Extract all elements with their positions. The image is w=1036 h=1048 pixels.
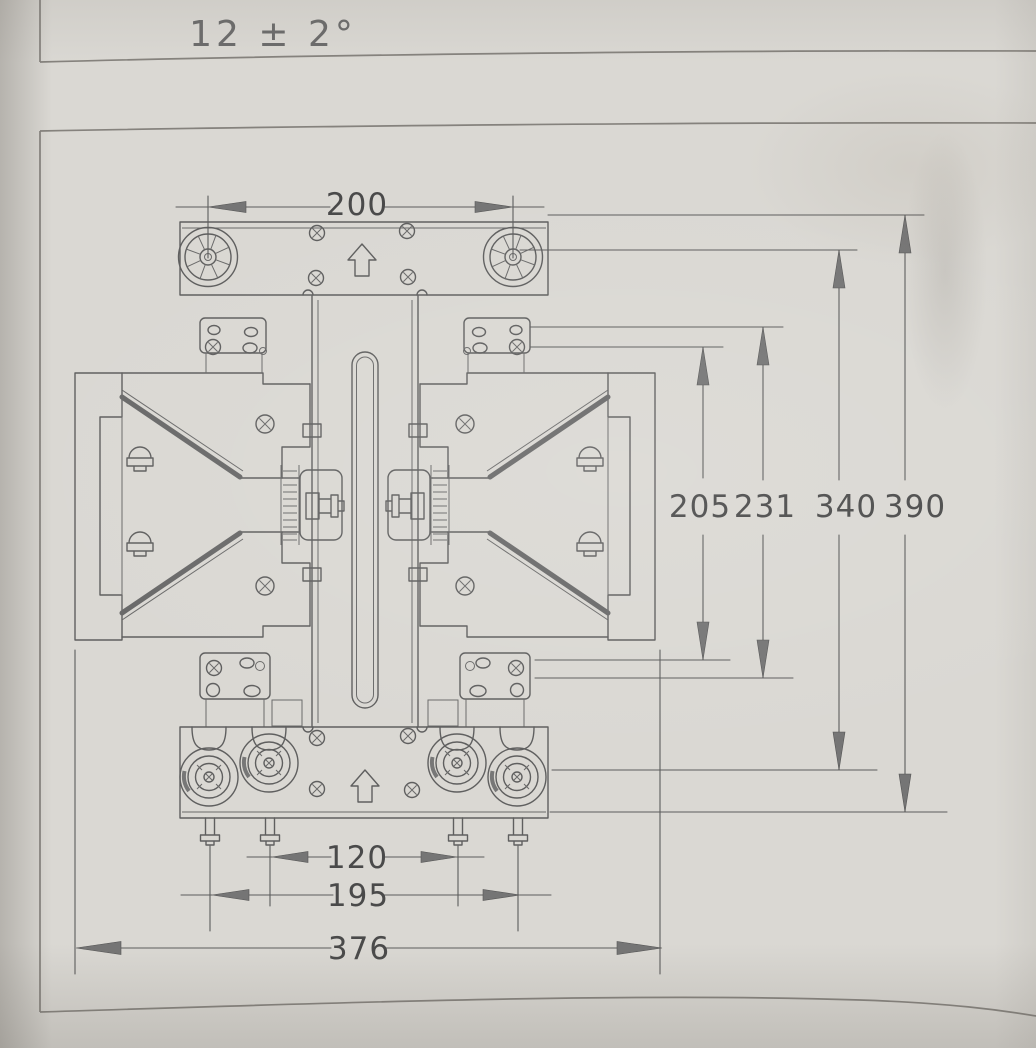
column-slot-inner bbox=[356, 356, 374, 704]
dim-overall-width: 376 bbox=[75, 931, 663, 967]
dim-bolt-spacing-inner: 120 bbox=[246, 840, 485, 876]
page-box-borders bbox=[39, 0, 1036, 1017]
dim-bolt-spacing-outer: 195 bbox=[180, 878, 552, 914]
dim-label-231: 231 bbox=[734, 489, 796, 525]
dim-right-extension-lines bbox=[519, 214, 948, 813]
dim-label-340: 340 bbox=[815, 489, 877, 525]
column-slot bbox=[351, 351, 379, 709]
top-mounting-bar bbox=[177, 221, 549, 296]
main-box-bottom-border bbox=[39, 996, 1036, 1017]
bottom-mounting-bar bbox=[178, 726, 549, 846]
dim-label-195: 195 bbox=[327, 878, 389, 914]
dim-bolt-extension-lines bbox=[74, 649, 661, 975]
dim-overall-height: 390 bbox=[884, 214, 946, 813]
dim-label-205: 205 bbox=[669, 489, 731, 525]
dim-bracket-height: 231 bbox=[734, 326, 796, 679]
top-box-bottom-border bbox=[39, 50, 1036, 63]
dim-label-390: 390 bbox=[884, 489, 946, 525]
left-clamp-assembly bbox=[75, 318, 344, 727]
center-column bbox=[311, 295, 419, 728]
main-box-top-border bbox=[39, 121, 1036, 132]
dim-top-width: 200 bbox=[175, 187, 545, 259]
dim-label-200: 200 bbox=[326, 187, 388, 223]
tolerance-label: 12 ± 2° bbox=[189, 14, 357, 55]
dim-inner-height: 205 bbox=[669, 346, 731, 661]
dim-label-376: 376 bbox=[328, 931, 390, 967]
dim-label-120: 120 bbox=[326, 840, 388, 876]
right-clamp-assembly bbox=[386, 318, 655, 727]
dim-mount-height: 340 bbox=[815, 249, 877, 771]
